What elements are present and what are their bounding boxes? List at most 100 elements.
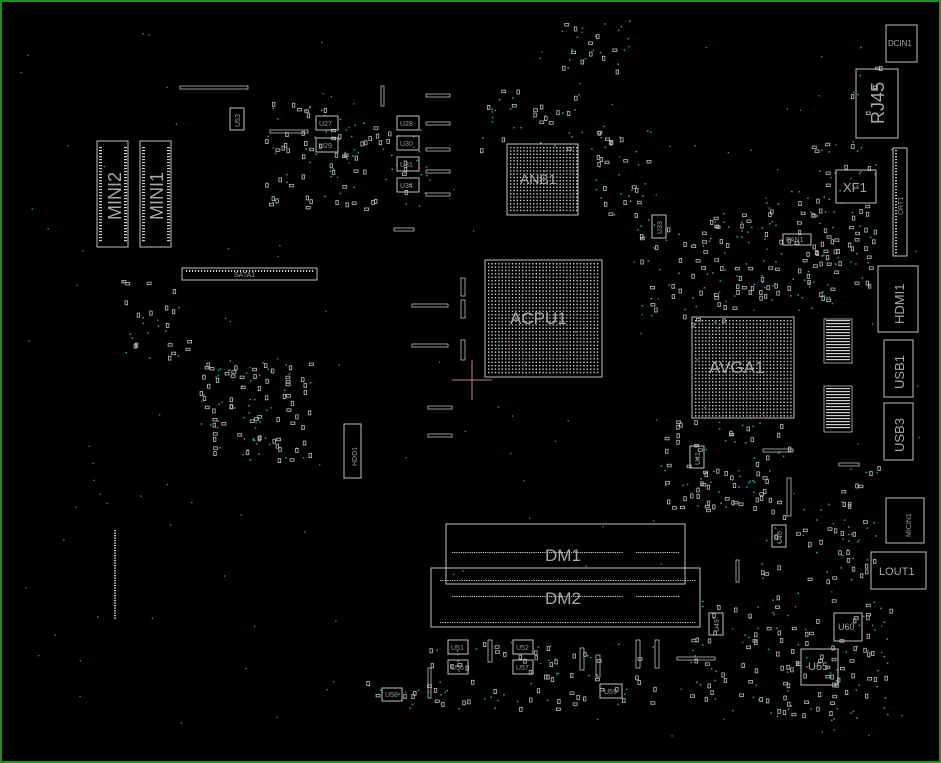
ic-u53[interactable]: U53 — [229, 107, 245, 131]
bga-ball — [586, 368, 588, 370]
xf1-component[interactable]: XF1 — [835, 169, 877, 204]
bga-ball — [535, 317, 537, 319]
crt-connector[interactable]: CRT1 — [892, 147, 908, 257]
usb1-connector[interactable]: USB1 — [883, 339, 914, 398]
dm2-slot[interactable]: DM2 — [430, 567, 701, 628]
smd-pad — [796, 532, 801, 536]
ic-u59[interactable]: U59 — [599, 683, 623, 699]
dimm-pin — [658, 596, 660, 597]
via — [537, 646, 540, 648]
ic-u51[interactable]: U51 — [447, 639, 469, 655]
dimm-pin — [677, 622, 679, 623]
via — [248, 404, 250, 407]
bga-ball — [746, 405, 748, 407]
bga-ball — [583, 334, 585, 336]
mini2-slot[interactable]: MINI2 — [96, 140, 129, 248]
slot-pin — [124, 222, 127, 224]
bga-ball — [596, 269, 599, 272]
ic-u31[interactable]: U31 — [396, 156, 420, 172]
bga-ball — [569, 320, 571, 323]
smd-pad — [199, 391, 203, 396]
sata-pin — [288, 270, 290, 272]
ic-u30[interactable]: U30 — [396, 135, 420, 151]
dimm-pin — [557, 596, 559, 597]
bga-ball — [701, 411, 704, 414]
via — [79, 695, 81, 698]
bga-ball — [769, 337, 772, 339]
avga-chip[interactable]: AVGA1 — [691, 316, 795, 419]
ic-u49[interactable]: U49 — [708, 612, 724, 636]
bga-ball — [556, 156, 558, 159]
ic-u55[interactable]: U55 — [800, 648, 839, 686]
bga-ball — [542, 368, 544, 370]
sata-connector[interactable]: SATA1 — [181, 267, 318, 281]
smd-pad — [712, 504, 716, 510]
dimm-pin — [564, 596, 566, 597]
bga-ball — [562, 166, 565, 169]
bga-ball — [508, 361, 510, 363]
dcin-connector[interactable]: DCIN1 — [885, 24, 918, 63]
via — [734, 295, 736, 297]
smd-part — [179, 85, 249, 90]
dimm-pin — [516, 580, 518, 581]
bga-ball — [786, 374, 789, 376]
smd-pad — [172, 289, 177, 294]
via — [757, 606, 759, 608]
anb-chip[interactable]: ANB1 — [506, 143, 579, 216]
smd-pad — [204, 405, 210, 410]
bga-ball — [701, 357, 704, 359]
rj45-connector[interactable]: RJ45 — [855, 68, 899, 139]
dimm-pin — [669, 552, 671, 553]
ic-u41[interactable]: U41 — [689, 445, 705, 469]
fan-connector[interactable]: FAN1 — [782, 233, 812, 246]
bga-ball — [576, 331, 578, 333]
bga-ball — [583, 276, 585, 278]
dimm-pin — [600, 580, 602, 581]
u58-label: U58 — [385, 692, 398, 699]
bga-ball — [528, 334, 531, 336]
ic-u52[interactable]: U52 — [512, 639, 534, 655]
hdd-connector[interactable]: HDD1 — [343, 423, 362, 479]
via — [714, 321, 716, 324]
ic-u60[interactable]: U60 — [833, 612, 863, 642]
bga-ball — [556, 314, 558, 316]
slot-pin — [124, 213, 127, 215]
smd-pad — [846, 558, 851, 563]
bga-ball — [501, 317, 503, 319]
ic-u33[interactable]: U33 — [651, 214, 667, 239]
usb3-connector[interactable]: USB3 — [883, 402, 914, 461]
via — [826, 284, 829, 286]
via — [286, 181, 288, 184]
mini1-slot[interactable]: MINI1 — [139, 140, 172, 248]
smd-pad — [786, 683, 791, 689]
via — [798, 191, 801, 193]
bga-ball — [776, 337, 778, 339]
ic-u27[interactable]: U27 — [315, 115, 339, 131]
ic-u56[interactable]: U56 — [447, 659, 469, 675]
ic-u34[interactable]: U34 — [396, 177, 420, 193]
dm1-slot[interactable]: DM1 — [445, 523, 686, 585]
bga-ball — [596, 324, 599, 326]
ic-u57[interactable]: U57 — [512, 659, 534, 675]
bga-ball — [715, 323, 717, 325]
bga-ball — [552, 193, 555, 195]
hdmi-connector[interactable]: HDMI1 — [877, 265, 919, 333]
via — [873, 601, 875, 603]
bga-ball — [576, 320, 578, 323]
sata-pin — [231, 270, 233, 272]
ic-u28[interactable]: U28 — [396, 115, 420, 131]
bga-ball — [725, 367, 727, 369]
ic-u58[interactable]: U58 — [381, 687, 403, 702]
smd-pad — [803, 673, 807, 679]
edge-pin — [114, 600, 116, 602]
smd-pad — [860, 573, 864, 579]
bga-ball — [698, 330, 700, 332]
ic-u46[interactable]: U46 — [771, 524, 787, 548]
dimm-pin — [588, 552, 590, 553]
acpu-chip[interactable]: ACPU1 — [484, 259, 603, 378]
bga-ball — [535, 341, 537, 343]
micin-connector[interactable]: MICIN1 — [885, 497, 925, 544]
bga-ball — [501, 297, 503, 299]
ic-u29[interactable]: U29 — [315, 137, 339, 153]
lout-connector[interactable]: LOUT1 — [870, 551, 927, 590]
